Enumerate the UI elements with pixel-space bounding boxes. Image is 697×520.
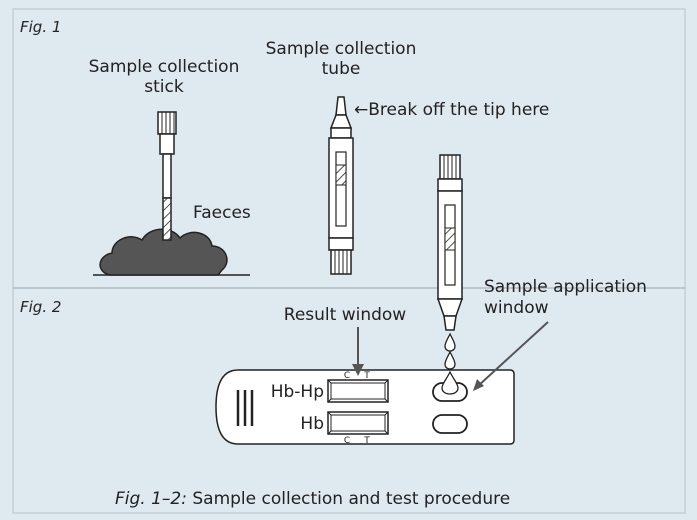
droplet-3 (441, 370, 459, 395)
tip-label: ←Break off the tip here (354, 100, 549, 120)
application-label-line2: window (484, 298, 549, 318)
faeces-label: Faeces (193, 203, 251, 223)
caption: Fig. 1–2: Sample collection and test pro… (115, 489, 510, 509)
dropper-tube (436, 154, 464, 331)
collection-stick (157, 111, 177, 241)
row1-label: Hb-Hp (271, 382, 324, 402)
stick-label-line1: Sample collection (89, 57, 240, 77)
collection-tube (328, 96, 354, 275)
stick-label-line2: stick (144, 77, 184, 97)
t-mark-top: T (363, 371, 370, 381)
panel-frame (12, 8, 686, 514)
row2-label: Hb (300, 414, 324, 434)
application-arrow (477, 321, 549, 387)
tube-label-line1: Sample collection (266, 39, 417, 59)
application-arrowhead (473, 379, 484, 391)
c-mark-bottom: C (344, 436, 350, 446)
tube-label-line2: tube (322, 59, 361, 79)
c-mark-top: C (344, 371, 350, 381)
fig2-label: Fig. 2 (20, 298, 61, 316)
droplet-2 (444, 350, 456, 370)
result-window-label: Result window (284, 305, 407, 325)
caption-text: Sample collection and test procedure (187, 489, 510, 509)
fig1-label: Fig. 1 (20, 18, 61, 36)
application-label-line1: Sample application (484, 277, 647, 297)
application-well-bottom (432, 414, 468, 434)
result-window-arrowhead (352, 364, 364, 376)
result-window-hb (327, 411, 389, 435)
caption-prefix: Fig. 1–2: (115, 489, 187, 509)
t-mark-bottom: T (363, 436, 370, 446)
result-window-hbhp (327, 379, 389, 403)
